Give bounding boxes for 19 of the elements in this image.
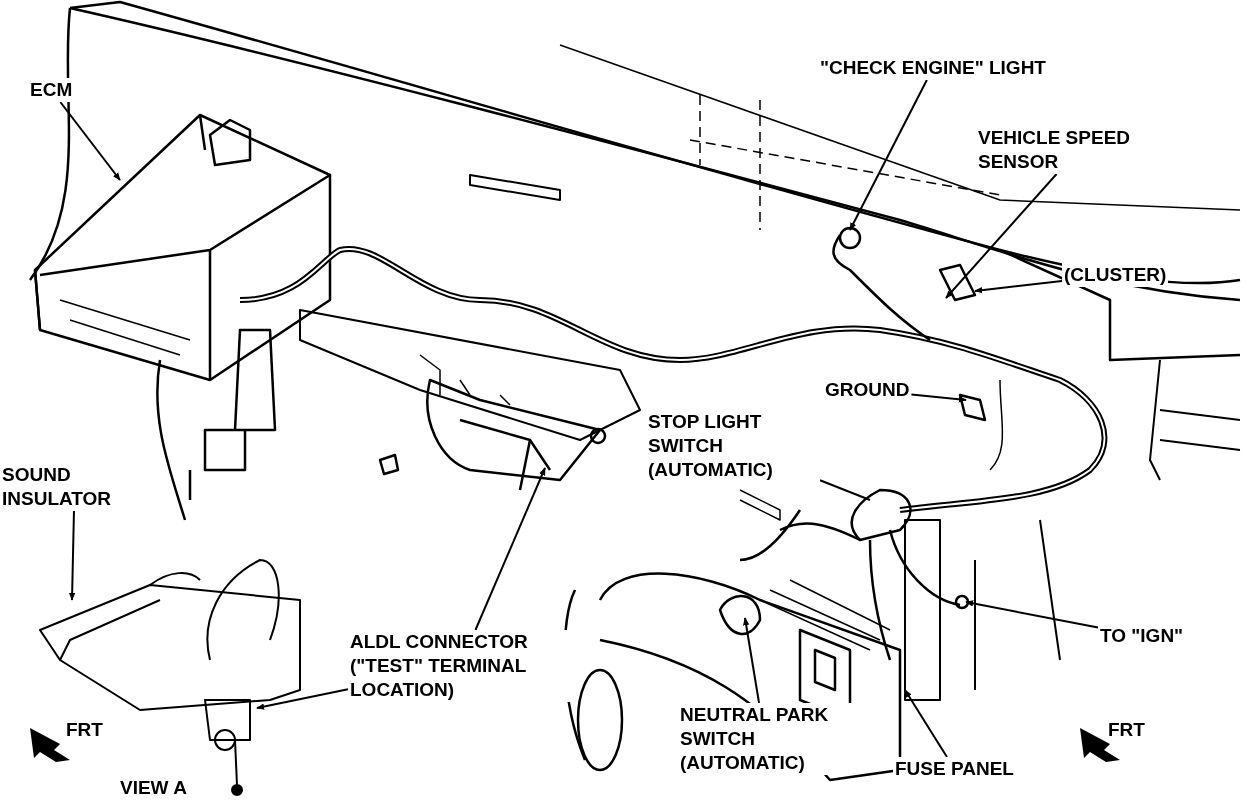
leader-line	[910, 393, 967, 403]
leader-line	[59, 101, 121, 181]
callout-label: ALDL CONNECTOR ("TEST" TERMINAL LOCATION)	[348, 630, 572, 702]
leader-line	[974, 280, 1063, 294]
view-label: FRT	[66, 718, 103, 742]
leader-line	[819, 479, 871, 501]
callout-label: (CLUSTER)	[1062, 263, 1169, 287]
callout-label: ECM	[28, 78, 75, 102]
leader-line	[474, 467, 546, 631]
leader-line	[904, 689, 948, 758]
view-label: VIEW A	[120, 776, 187, 800]
leader-line	[945, 173, 1058, 299]
leader-line	[68, 510, 76, 601]
leader-line	[256, 688, 349, 710]
callout-label: NEUTRAL PARK SWITCH (AUTOMATIC)	[678, 703, 852, 775]
leader-line	[849, 79, 928, 231]
leader-line	[965, 600, 1099, 629]
view-label: FRT	[1108, 718, 1145, 742]
leader-line	[743, 617, 761, 704]
